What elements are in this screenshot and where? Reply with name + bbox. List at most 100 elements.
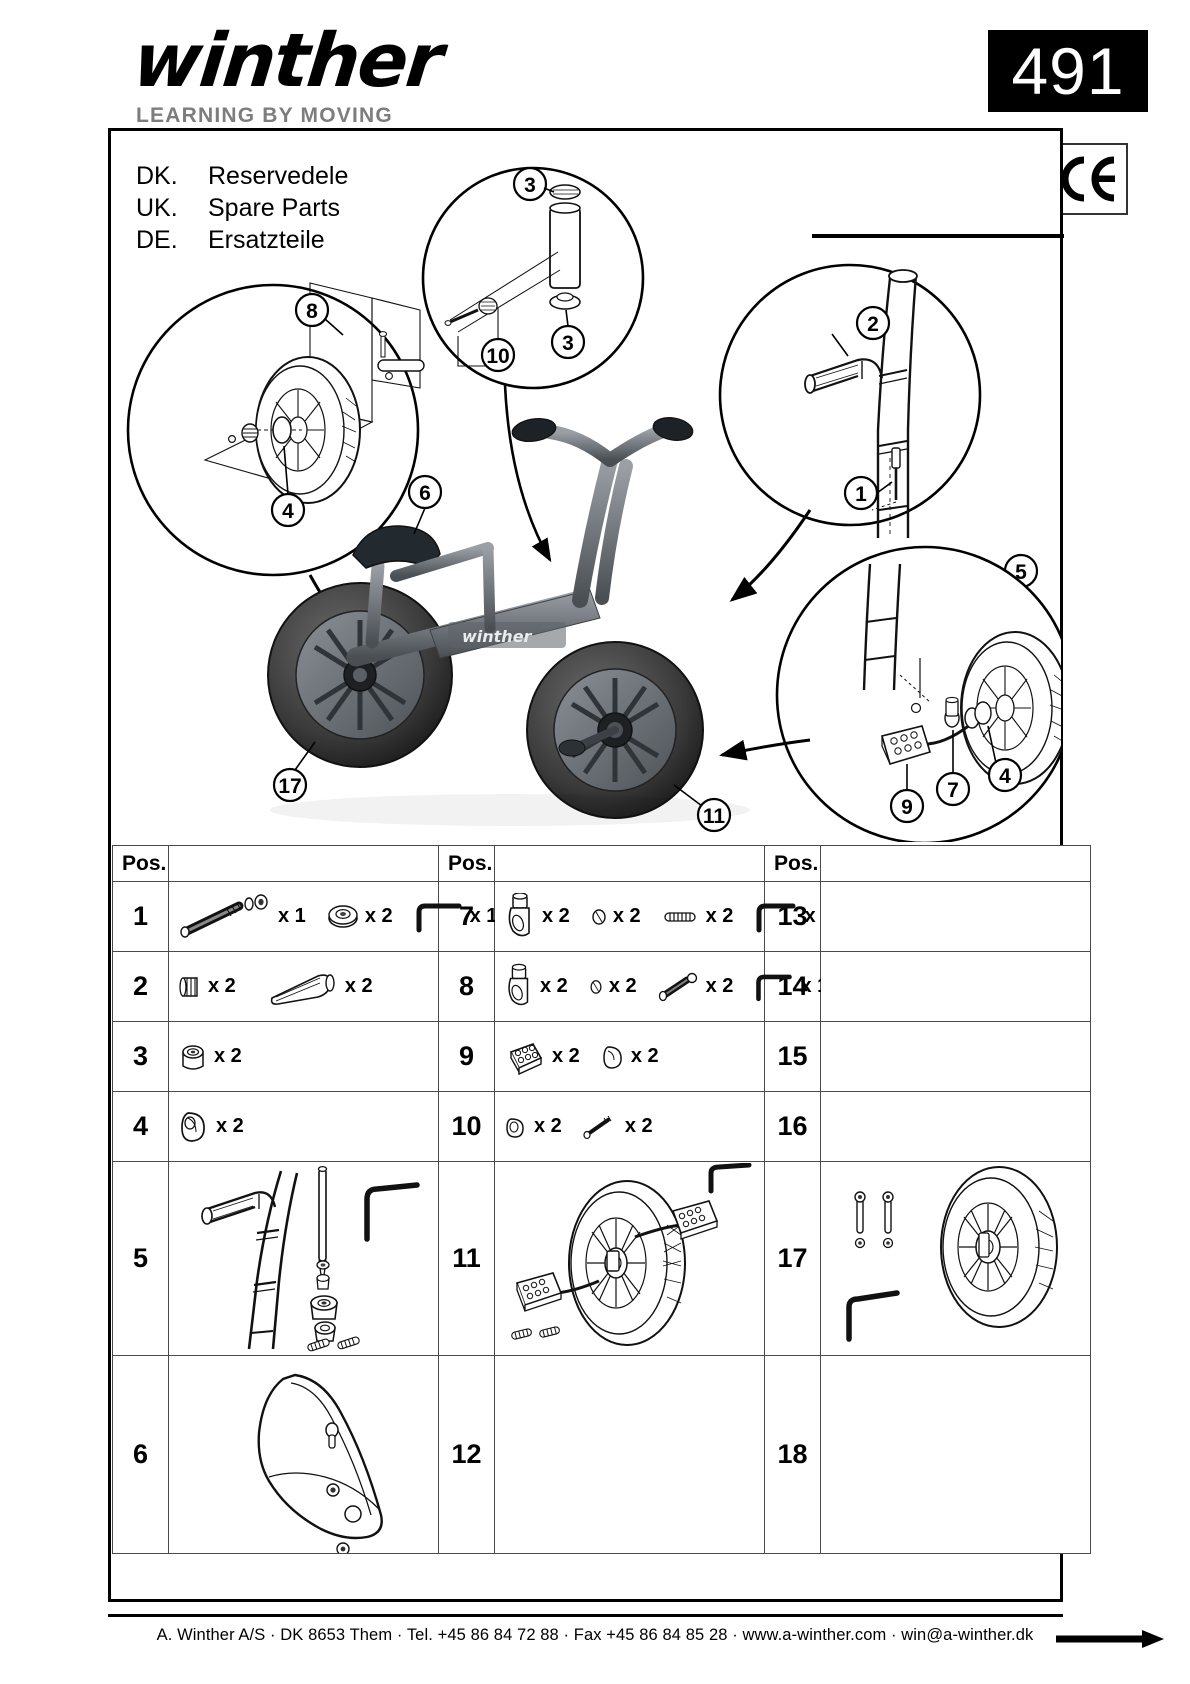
brand-block: winther LEARNING BY MOVING — [129, 18, 550, 128]
pos-number: 10 — [438, 1091, 495, 1162]
pos-number: 8 — [438, 951, 495, 1022]
bushing-icon — [328, 904, 358, 928]
pos-number: 15 — [764, 1021, 821, 1092]
parts-cell-10: x 2 x 2 — [494, 1091, 765, 1162]
pos-number: 9 — [438, 1021, 495, 1092]
end-cap-icon — [179, 976, 198, 997]
pos-number: 7 — [438, 881, 495, 952]
next-page-arrow-icon — [1056, 1630, 1164, 1648]
parts-cell-15 — [820, 1021, 1091, 1092]
bolt-icon — [658, 972, 697, 1001]
washer-icon — [592, 908, 606, 925]
frame-top-rule-right — [812, 234, 1064, 238]
ce-mark-icon — [1050, 143, 1128, 215]
parts-cell-2: x 2 x 2 — [168, 951, 439, 1022]
part-item: x 2 — [661, 905, 734, 928]
language-code: UK. — [136, 194, 178, 222]
part-item: x 2 — [326, 902, 393, 932]
header-pos-col2: Pos. — [438, 845, 495, 882]
parts-cell-8: x 2 x 2 — [494, 951, 828, 1022]
handle-grip-icon — [270, 973, 335, 1005]
axle-rod-icon — [180, 893, 268, 938]
parts-cell-13 — [820, 881, 1091, 952]
parts-cell-12 — [494, 1355, 765, 1554]
part-qty: x 2 — [344, 975, 373, 997]
pos-number: 6 — [112, 1355, 169, 1554]
part-item: x 2 — [503, 963, 568, 1011]
part-item: x 1 — [413, 900, 498, 934]
part-qty: x 2 — [705, 975, 734, 997]
winther-logo: winther — [129, 18, 446, 104]
part-qty: x 1 — [469, 905, 498, 927]
saddle-bolt-icon — [325, 1421, 339, 1449]
parts-cell-17 — [820, 1161, 1091, 1356]
saddle-bottom-bolt-icon — [336, 1541, 350, 1553]
hub-cap-icon — [603, 1045, 622, 1069]
allen-key-icon — [756, 903, 796, 932]
fork-assembly-icon — [201, 1165, 420, 1351]
parts-cell-11 — [494, 1161, 765, 1356]
part-qty: x 2 — [612, 905, 641, 927]
washer-icon — [590, 979, 602, 994]
part-qty: x 2 — [208, 975, 236, 997]
language-list: DK. Reservedele UK. Spare Parts DE. Ersa… — [136, 160, 348, 256]
table-row: 3 x 2 9 — [112, 1021, 1091, 1092]
hub-cap-icon — [181, 1111, 205, 1142]
brand-tagline: LEARNING BY MOVING — [136, 104, 393, 128]
pos-number: 5 — [112, 1161, 169, 1356]
part-qty: x 2 — [542, 905, 570, 927]
header-blank-col2 — [494, 845, 765, 882]
part-item: x 2 — [256, 966, 373, 1008]
part-item: x 1 — [753, 970, 828, 1004]
part-qty: x 2 — [552, 1045, 580, 1067]
part-item: x 2 — [657, 972, 734, 1002]
part-qty: x 2 — [608, 975, 637, 997]
table-row: 2 x 2 — [112, 951, 1091, 1022]
model-number-badge: 491 — [988, 30, 1148, 112]
language-row-dk: DK. Reservedele — [136, 160, 348, 192]
part-item: x 2 — [503, 892, 570, 941]
footer-divider — [108, 1614, 1063, 1617]
header-pos-col3: Pos. — [764, 845, 821, 882]
pos-number: 12 — [438, 1355, 495, 1554]
part-item: x 2 — [503, 1113, 562, 1141]
pos-number: 2 — [112, 951, 169, 1022]
front-wheel-pedal-assembly-icon — [511, 1162, 752, 1346]
part-qty: x 2 — [705, 905, 734, 927]
bearing-bushing-icon — [506, 1117, 524, 1138]
language-code: DK. — [136, 162, 178, 190]
saddle-icon — [257, 1373, 383, 1553]
bearing-bushing-icon — [182, 1044, 204, 1070]
part-qty: x 1 — [278, 905, 306, 927]
parts-cell-16 — [820, 1091, 1091, 1162]
parts-cell-18 — [820, 1355, 1091, 1554]
crank-arm-icon — [508, 963, 529, 1005]
spring-pin-icon — [663, 911, 696, 922]
header-blank-col1 — [168, 845, 439, 882]
spare-parts-table: Pos. Pos. Pos. 1 — [112, 845, 1091, 1554]
part-item: x 2 — [590, 905, 641, 928]
part-item: x 1 — [177, 893, 306, 940]
part-item: x 2 — [177, 1040, 242, 1074]
parts-cell-9: x 2 x 2 — [494, 1021, 765, 1092]
language-label: Reservedele — [208, 162, 349, 190]
language-row-de: DE. Ersatzteile — [136, 224, 348, 256]
part-item: x 2 — [177, 1108, 244, 1146]
language-row-uk: UK. Spare Parts — [136, 192, 348, 224]
parts-cell-1: x 1 x 2 — [168, 881, 497, 952]
table-row: 6 — [112, 1355, 1091, 1554]
part-qty: x 2 — [214, 1045, 242, 1067]
table-row: 4 x 2 10 — [112, 1091, 1091, 1162]
pedal-icon — [509, 1042, 543, 1075]
pos-number: 13 — [764, 881, 821, 952]
pos-number: 16 — [764, 1091, 821, 1162]
part-item: x 2 — [588, 975, 637, 998]
part-item: x 2 — [600, 1042, 659, 1072]
part-item: x 2 — [582, 1114, 653, 1140]
rear-wheel-assembly-icon — [846, 1165, 1058, 1342]
language-label: Ersatzteile — [208, 226, 325, 254]
part-qty: x 2 — [216, 1115, 244, 1137]
crank-arm-icon — [508, 892, 530, 936]
footer-contact-info: A. Winther A/S · DK 8653 Them · Tel. +45… — [156, 1626, 1034, 1644]
